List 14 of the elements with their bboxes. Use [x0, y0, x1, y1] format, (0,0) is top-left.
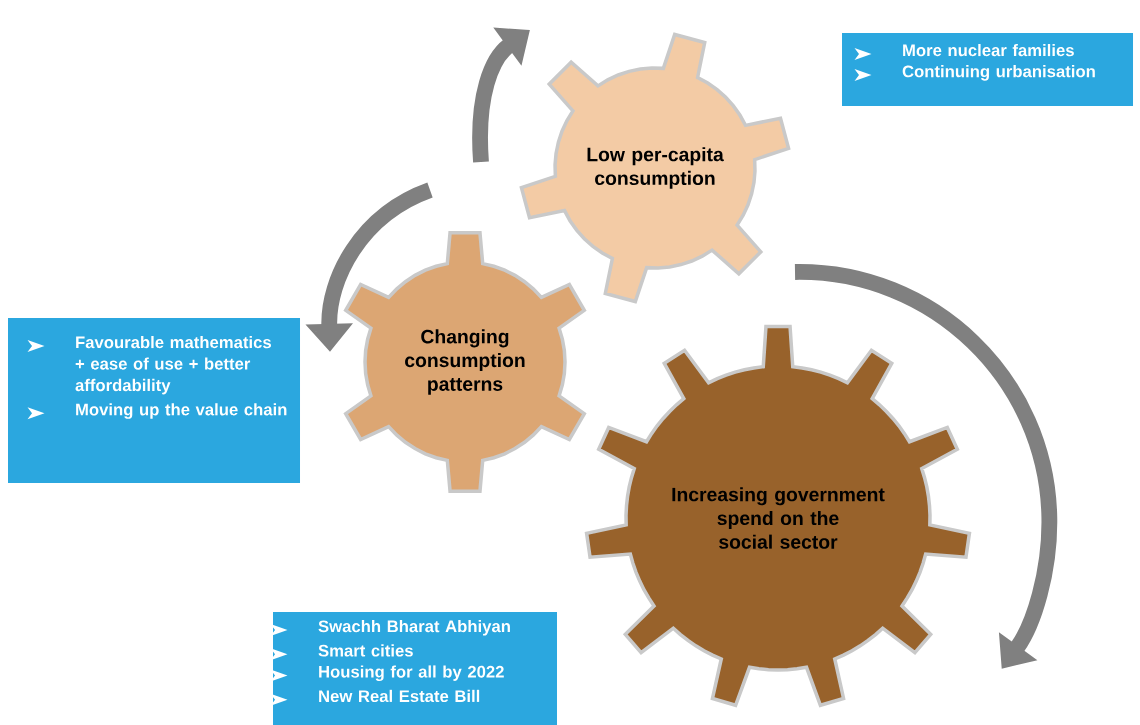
list-item: New Real Estate Bill — [319, 689, 480, 703]
list-item: Favourable mathematics + ease of use + better affordability — [75, 336, 271, 395]
gear: Low per-capita consumption — [519, 32, 791, 304]
list-item: Smart cities — [318, 644, 413, 657]
gear: Changing consumption patterns — [343, 231, 587, 493]
list-item: More nuclear families — [903, 44, 1074, 57]
list-item: Continuing urbanisation — [902, 65, 1095, 81]
list-item: Housing for all by 2022 — [319, 665, 504, 681]
info-box — [8, 318, 300, 483]
gear: Increasing government spend on the social sector — [584, 324, 972, 708]
list-item: Moving up the value chain — [76, 403, 287, 419]
info-box — [842, 33, 1133, 106]
info-box — [270, 612, 557, 725]
list-item: Swachh Bharat Abhiyan — [318, 620, 510, 636]
